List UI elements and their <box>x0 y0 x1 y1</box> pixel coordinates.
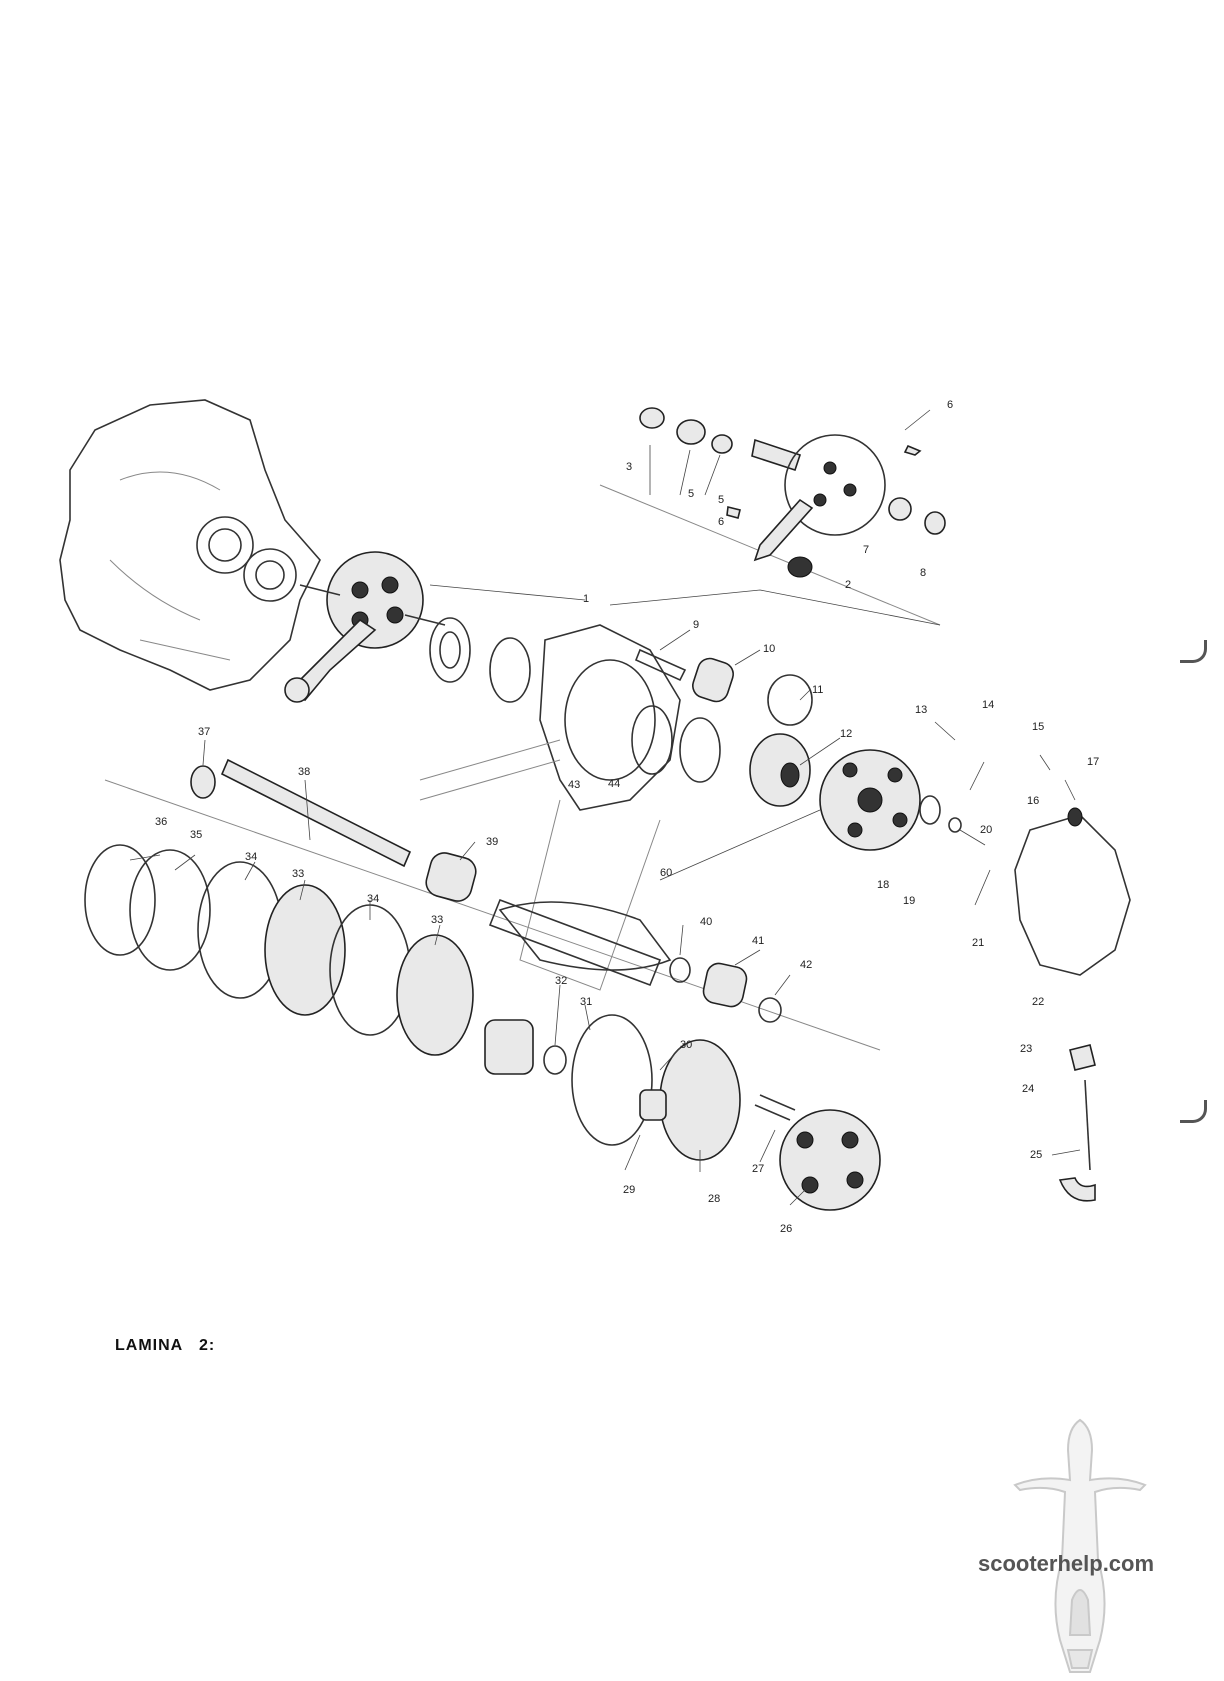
leader-lines <box>129 409 1081 1206</box>
callout-26: 26 <box>780 1223 792 1235</box>
scooter-icon <box>1013 1418 1147 1673</box>
callout-6b: 6 <box>718 516 724 528</box>
callout-5a: 5 <box>688 488 694 500</box>
bush-parts <box>631 648 813 807</box>
callout-8: 8 <box>920 567 926 579</box>
callout-36: 36 <box>155 816 167 828</box>
crankshaft-part <box>284 551 446 703</box>
site-brand: scooterhelp.com <box>978 1551 1155 1576</box>
callout-17: 17 <box>1087 756 1099 768</box>
binder-hole-lower <box>1180 1100 1207 1123</box>
callout-43: 43 <box>568 779 580 791</box>
callout-33b: 33 <box>431 914 443 926</box>
callout-21: 21 <box>972 937 984 949</box>
callout-15: 15 <box>1032 721 1044 733</box>
callout-labels: 1 2 3 5 5 6 6 7 8 9 10 11 12 13 14 15 16… <box>155 399 1099 1235</box>
callout-11: 11 <box>812 684 823 696</box>
callout-42: 42 <box>800 959 812 971</box>
clutch-plates-part <box>84 844 881 1211</box>
callout-24: 24 <box>1022 1083 1034 1095</box>
callout-12: 12 <box>840 728 852 740</box>
rings-parts <box>488 898 782 1023</box>
callout-41: 41 <box>752 935 764 947</box>
callout-44: 44 <box>608 778 620 790</box>
gear-cluster-part <box>819 749 962 851</box>
callout-40: 40 <box>700 916 712 928</box>
bearing-parts <box>429 617 531 703</box>
callout-10: 10 <box>763 643 775 655</box>
callout-27: 27 <box>752 1163 764 1175</box>
callout-22: 22 <box>1032 996 1044 1008</box>
callout-29: 29 <box>623 1184 635 1196</box>
callout-20: 20 <box>980 824 992 836</box>
callout-33a: 33 <box>292 868 304 880</box>
callout-37: 37 <box>198 726 210 738</box>
callout-28: 28 <box>708 1193 720 1205</box>
callout-38: 38 <box>298 766 310 778</box>
callout-18: 18 <box>877 879 889 891</box>
guide-line-lower <box>104 779 881 1051</box>
callout-25: 25 <box>1030 1149 1042 1161</box>
crankcase-part <box>59 399 321 691</box>
callout-7: 7 <box>863 544 869 556</box>
small-parts-upper <box>639 407 946 578</box>
callout-60: 60 <box>660 867 672 879</box>
gearbox-casing-part <box>419 624 681 991</box>
binder-hole-upper <box>1180 640 1207 663</box>
callout-34b: 34 <box>367 893 379 905</box>
callout-35: 35 <box>190 829 202 841</box>
plate-caption: LAMINA 2: <box>115 1337 216 1354</box>
callout-13: 13 <box>915 704 927 716</box>
callout-34a: 34 <box>245 851 257 863</box>
callout-30: 30 <box>680 1039 692 1051</box>
callout-6a: 6 <box>947 399 953 411</box>
callout-19: 19 <box>903 895 915 907</box>
callout-23: 23 <box>1020 1043 1032 1055</box>
callout-1: 1 <box>583 593 589 605</box>
clutch-cover-part <box>1014 807 1131 1202</box>
callout-9: 9 <box>693 619 699 631</box>
callout-39: 39 <box>486 836 498 848</box>
callout-14: 14 <box>982 699 994 711</box>
callout-2: 2 <box>845 579 851 591</box>
callout-31: 31 <box>580 996 592 1008</box>
shaft-parts <box>190 758 477 902</box>
callout-3: 3 <box>626 461 632 473</box>
callout-16: 16 <box>1027 795 1039 807</box>
callout-32: 32 <box>555 975 567 987</box>
callout-5b: 5 <box>718 494 724 506</box>
